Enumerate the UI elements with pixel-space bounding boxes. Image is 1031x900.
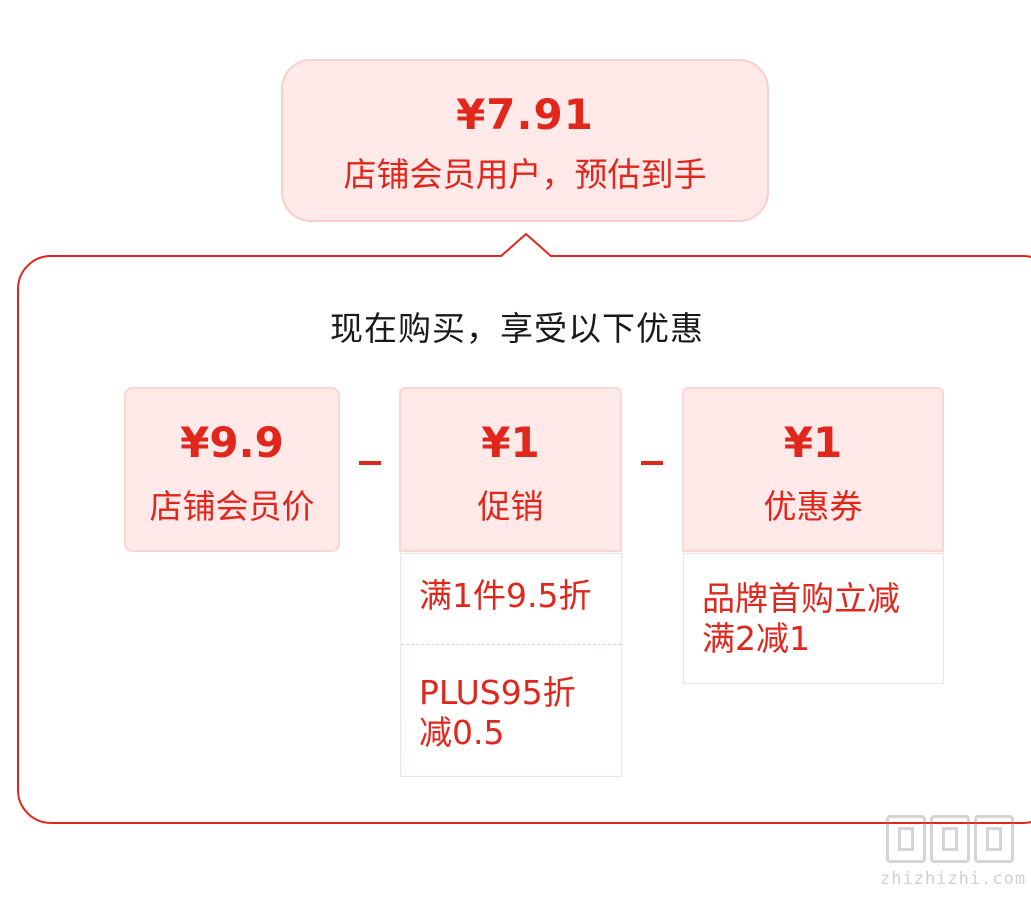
- discount-panel-title: 现在购买，享受以下优惠: [330, 309, 704, 348]
- minus-icon: [641, 461, 663, 465]
- promotion-details-list: 满1件9.5折 PLUS95折减0.5: [400, 553, 622, 777]
- coupon-detail-item: 品牌首购立减满2减1: [702, 579, 900, 658]
- bubble-pointer-icon: [500, 233, 552, 260]
- member-price-label: 店铺会员价: [149, 487, 315, 526]
- promotion-amount: ¥1: [481, 418, 540, 467]
- watermark-text: zhizhizhi.com: [880, 869, 1027, 889]
- promotion-card: ¥1 促销: [399, 387, 622, 552]
- estimated-price-amount: ¥7.91: [456, 90, 594, 139]
- site-watermark: zhizhizhi.com: [880, 815, 1027, 895]
- coupon-details-list: 品牌首购立减满2减1: [683, 553, 944, 684]
- member-price-card: ¥9.9 店铺会员价: [124, 387, 340, 552]
- coupon-card: ¥1 优惠券: [682, 387, 944, 552]
- coupon-label: 优惠券: [763, 487, 863, 526]
- estimated-price-bubble: ¥7.91 店铺会员用户，预估到手: [281, 59, 769, 222]
- minus-icon: [359, 461, 381, 465]
- watermark-logo-icon: [880, 815, 1020, 863]
- promotion-detail-item: 满1件9.5折: [401, 554, 621, 645]
- member-price-amount: ¥9.9: [180, 418, 284, 467]
- coupon-amount: ¥1: [783, 418, 843, 467]
- estimated-price-description: 店铺会员用户，预估到手: [343, 155, 707, 194]
- promotion-label: 促销: [477, 487, 544, 526]
- promotion-detail-item: PLUS95折减0.5: [419, 673, 576, 752]
